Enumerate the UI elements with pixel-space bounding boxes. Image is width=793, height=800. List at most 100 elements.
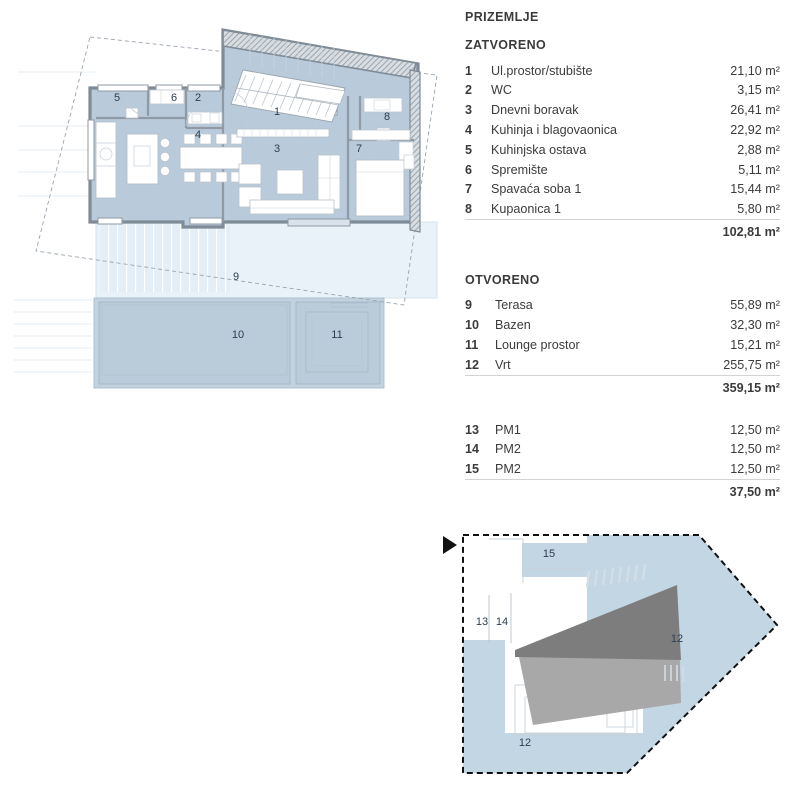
room-number-label: 9	[233, 271, 239, 283]
row-number: 5	[465, 142, 473, 157]
table-row: 13 PM1 12,50 m²	[465, 420, 780, 440]
row-label: PM2	[495, 462, 521, 477]
row-label: Kupaonica 1	[491, 202, 562, 217]
row-area: 32,30 m²	[730, 317, 780, 332]
room-number-label: 7	[356, 143, 362, 155]
kitchen-dining-furniture	[95, 121, 243, 199]
row-area: 12,50 m²	[730, 442, 780, 457]
site-contour-lines	[14, 71, 95, 373]
room-number-label: 14	[496, 616, 508, 628]
row-label: Bazen	[495, 317, 531, 332]
table-row: 2 WC 3,15 m²	[465, 81, 780, 101]
area-schedule-panel: PRIZEMLJE ZATVORENO 1 Ul.prostor/stubišt…	[465, 10, 780, 503]
row-area: 255,75 m²	[723, 357, 780, 372]
pantry-fittings	[125, 89, 185, 119]
north-arrow-icon	[443, 536, 457, 554]
table-row: 9 Terasa 55,89 m²	[465, 296, 780, 316]
plot-boundary-line	[462, 534, 779, 774]
table-row: 8 Kupaonica 1 5,80 m²	[465, 200, 780, 220]
row-number: 11	[465, 337, 479, 352]
row-number: 3	[465, 103, 473, 118]
row-label: Vrt	[495, 357, 511, 372]
row-number: 12	[465, 357, 480, 372]
row-label: Dnevni boravak	[491, 103, 579, 118]
terrace-area	[95, 221, 438, 299]
room-number-label: 13	[476, 616, 488, 628]
row-area: 22,92 m²	[730, 122, 780, 137]
row-area: 55,89 m²	[730, 298, 780, 313]
room-number-label: 11	[331, 329, 342, 341]
row-number: 10	[465, 317, 480, 332]
row-area: 21,10 m²	[730, 63, 780, 78]
room-number-label: 4	[195, 129, 201, 141]
table-row: 5 Kuhinjska ostava 2,88 m²	[465, 140, 780, 160]
pool-and-lounge-area	[93, 297, 385, 389]
table-total-row: 37,50 m²	[465, 479, 780, 503]
row-number: 4	[465, 122, 473, 137]
room-number-label: 10	[232, 329, 244, 341]
row-number: 13	[465, 422, 480, 437]
room-number-label: 2	[195, 92, 201, 104]
angled-roof-wall	[222, 29, 421, 233]
row-label: WC	[491, 83, 512, 98]
row-label: Spavaća soba 1	[491, 182, 582, 197]
roof-volume	[515, 585, 681, 660]
parking-areas-table: 13 PM1 12,50 m² 14 PM2 12,50 m² 15 PM2 1…	[465, 420, 780, 503]
table-row: 15 PM2 12,50 m²	[465, 460, 780, 480]
row-number: 8	[465, 202, 473, 217]
row-number: 14	[465, 442, 480, 457]
table-row: 7 Spavaća soba 1 15,44 m²	[465, 180, 780, 200]
enclosed-total-area: 102,81 m²	[689, 219, 780, 243]
table-total-row: 359,15 m²	[465, 374, 780, 398]
room-number-label: 5	[114, 92, 120, 104]
table-row: 10 Bazen 32,30 m²	[465, 315, 780, 335]
room-number-label: 1	[274, 106, 280, 118]
table-row: 3 Dnevni boravak 26,41 m²	[465, 101, 780, 121]
row-number: 9	[465, 298, 473, 313]
open-total-area: 359,15 m²	[664, 374, 780, 398]
row-label: Lounge prostor	[495, 337, 580, 352]
enclosed-section-heading: ZATVORENO	[465, 38, 547, 52]
row-area: 12,50 m²	[730, 462, 780, 477]
row-number: 7	[465, 182, 473, 197]
row-label: Kuhinja i blagovaonica	[491, 122, 618, 137]
open-section-heading: OTVORENO	[465, 272, 540, 287]
row-area: 15,21 m²	[730, 337, 780, 352]
staircase	[230, 34, 346, 123]
row-area: 3,15 m²	[737, 83, 780, 98]
table-row: 12 Vrt 255,75 m²	[465, 355, 780, 375]
pergola-slats	[585, 563, 647, 588]
table-total-row: 102,81 m²	[465, 219, 780, 243]
table-row: 4 Kuhinja i blagovaonica 22,92 m²	[465, 120, 780, 140]
parking-total-area: 37,50 m²	[591, 479, 780, 503]
row-label: PM1	[495, 422, 521, 437]
row-area: 12,50 m²	[730, 422, 780, 437]
room-number-label: 12	[671, 633, 683, 645]
spacer	[465, 243, 780, 273]
table-row: 14 PM2 12,50 m²	[465, 440, 780, 460]
living-room-furniture	[236, 128, 341, 215]
wc-fittings	[187, 111, 223, 125]
row-area: 5,80 m²	[737, 202, 780, 217]
page-title: PRIZEMLJE	[465, 10, 539, 24]
parking-stall-15-lines	[489, 538, 585, 583]
table-row: 6 Spremište 5,11 m²	[465, 160, 780, 180]
bedroom-furniture	[355, 154, 415, 217]
row-area: 15,44 m²	[730, 182, 780, 197]
row-label: Kuhinjska ostava	[491, 142, 587, 157]
parking-stall-lines	[488, 593, 512, 643]
room-number-label: 12	[519, 737, 531, 749]
room-number-label: 3	[274, 143, 280, 155]
row-area: 26,41 m²	[730, 103, 780, 118]
row-area: 5,11 m²	[738, 162, 780, 177]
spacer	[465, 398, 780, 420]
enclosed-areas-table: 1 Ul.prostor/stubište 21,10 m² 2 WC 3,15…	[465, 61, 780, 243]
row-label: Terasa	[495, 298, 533, 313]
open-areas-table: 9 Terasa 55,89 m² 10 Bazen 32,30 m² 11 L…	[465, 296, 780, 398]
row-number: 15	[465, 462, 480, 477]
row-label: Ul.prostor/stubište	[491, 63, 593, 78]
table-row: 1 Ul.prostor/stubište 21,10 m²	[465, 61, 780, 81]
